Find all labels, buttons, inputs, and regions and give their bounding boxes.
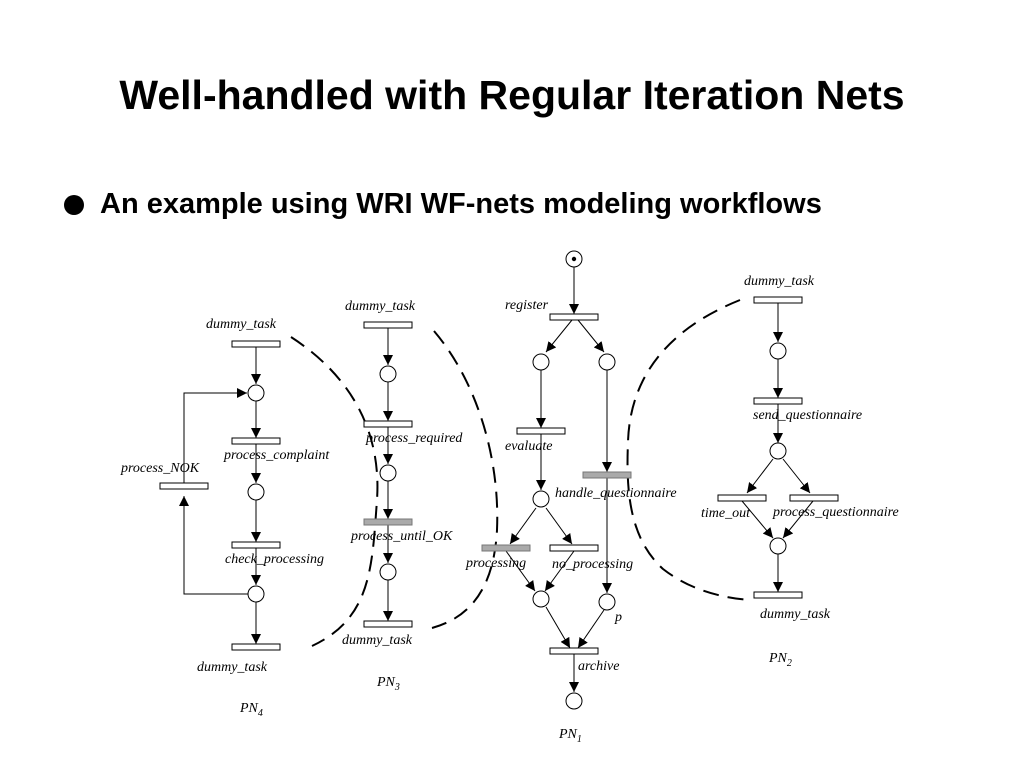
pn2-send-questionnaire-label: send_questionnaire: [753, 408, 862, 423]
pn1-end-place: [565, 692, 583, 710]
pn1-evaluate-transition: [516, 427, 566, 435]
pn2-time-out-transition: [717, 494, 767, 502]
pn4-place: [247, 585, 265, 603]
pn4-check-processing-transition: [231, 541, 281, 549]
pn4-net-label: PN4: [239, 701, 263, 719]
pn4-dummy-task-top-label: dummy_task: [206, 317, 277, 332]
pn1-handle-questionnaire-transition: [582, 471, 632, 479]
pn1-net: [505, 267, 612, 692]
pn1-processing-label: processing: [465, 556, 526, 571]
pn1-no-processing-label: no_processing: [552, 557, 633, 572]
pn1-place-p: [598, 593, 616, 611]
pn1-start-token: [571, 256, 577, 262]
pn2-dummy-task-bottom-transition: [753, 591, 803, 599]
pn1-place: [532, 490, 550, 508]
pn3-process-required-label: process_required: [365, 431, 463, 446]
pn1-archive-label: archive: [578, 659, 619, 674]
pn1-evaluate-label: evaluate: [505, 439, 552, 454]
pn2-send-questionnaire-transition: [753, 397, 803, 405]
pn4-pn3-boundary: [290, 336, 379, 647]
pn3-process-until-ok-transition: [363, 518, 413, 526]
pn2-net: [741, 303, 814, 592]
pn1-place: [598, 353, 616, 371]
pn3-place: [379, 464, 397, 482]
pn4-check-processing-label: check_processing: [225, 552, 324, 567]
pn3-dummy-task-bottom-label: dummy_task: [342, 633, 413, 648]
pn4-dummy-task-top-transition: [231, 340, 281, 348]
bullet-dot-icon: [64, 194, 84, 215]
pn3-pn1-boundary: [431, 330, 499, 629]
pn3-place: [379, 365, 397, 383]
pn3-dummy-task-top-transition: [363, 321, 413, 329]
pn4-place: [247, 483, 265, 501]
pn4-net: [179, 347, 261, 644]
pn2-place: [769, 442, 787, 460]
pn2-dummy-task-top-transition: [753, 296, 803, 304]
pn1-register-label: register: [505, 298, 549, 313]
pn4-place: [247, 384, 265, 402]
pn1-handle-questionnaire-label: handle_questionnaire: [555, 486, 677, 501]
pn1-no-processing-transition: [549, 544, 599, 552]
bullet-text: An example using WRI WF-nets modeling wo…: [100, 188, 822, 220]
pn1-pn2-boundary: [626, 299, 751, 601]
pn4-dummy-task-bottom-label: dummy_task: [197, 660, 268, 675]
bullet-item: An example using WRI WF-nets modeling wo…: [64, 188, 822, 221]
pn1-p-label: p: [614, 610, 622, 625]
pn4-process-nok-label: process_NOK: [120, 461, 200, 476]
pn3-place: [379, 563, 397, 581]
pn3-dummy-task-top-label: dummy_task: [345, 299, 416, 314]
pn1-archive-transition: [549, 647, 599, 655]
pn1-register-transition: [549, 313, 599, 321]
pn4-process-complaint-transition: [231, 437, 281, 445]
pn1-place: [532, 353, 550, 371]
pn2-net-label: PN2: [768, 651, 792, 669]
pn3-process-until-ok-label: process_until_OK: [350, 529, 453, 544]
pn3-dummy-task-bottom-transition: [363, 620, 413, 628]
pn2-dummy-task-top-label: dummy_task: [744, 274, 815, 289]
pn2-process-questionnaire-transition: [789, 494, 839, 502]
pn2-dummy-task-bottom-label: dummy_task: [760, 607, 831, 622]
pn2-place: [769, 537, 787, 555]
pn4-process-complaint-label: process_complaint: [223, 448, 330, 463]
slide-title: Well-handled with Regular Iteration Nets: [119, 72, 905, 118]
pn2-process-questionnaire-label: process_questionnaire: [772, 505, 899, 520]
pn2-time-out-label: time_out: [701, 506, 751, 521]
pn3-process-required-transition: [363, 420, 413, 428]
pn1-place: [532, 590, 550, 608]
pn4-dummy-task-bottom-transition: [231, 643, 281, 651]
pn2-place: [769, 342, 787, 360]
pn3-net-label: PN3: [376, 675, 400, 693]
pn1-net-label: PN1: [558, 727, 582, 745]
pn1-processing-transition: [481, 544, 531, 552]
pn4-process-nok-transition: [159, 482, 209, 490]
